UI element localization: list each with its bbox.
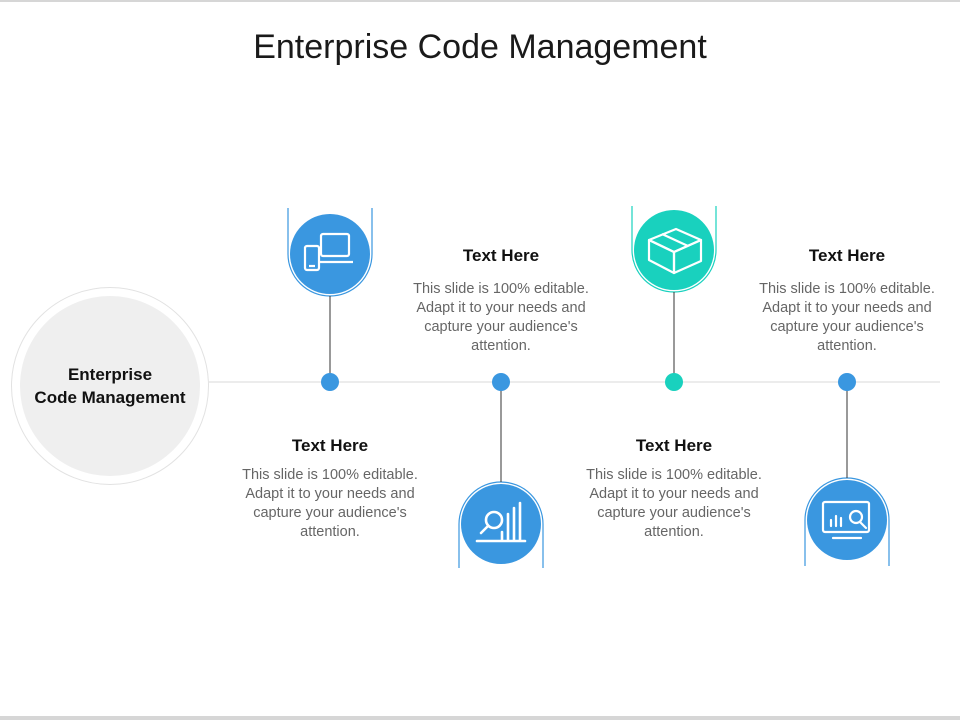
step-1-body: This slide is 100% editable. Adapt it to… [242,467,418,540]
step-1-bracket [287,208,373,297]
step-2-graphic [458,373,544,568]
step-3-graphic [631,206,717,391]
step-3-icon-circle [634,210,714,290]
step-1-graphic [287,208,373,391]
step-1-icon-circle [290,214,370,294]
step-4-graphic [804,373,890,566]
step-2-node [492,373,510,391]
top-border [0,0,960,2]
hub-circle: Enterprise Code Management [20,296,200,476]
step-4-icon-circle [807,480,887,560]
bottom-border [0,716,960,720]
analytics-search-icon [475,501,527,543]
step-2-body: This slide is 100% editable. Adapt it to… [413,281,589,354]
step-3-heading: Text Here [635,436,713,455]
slide-title: Enterprise Code Management [253,28,707,66]
step-1-heading: Text Here [291,436,369,455]
step-4-heading: Text Here [808,246,886,265]
hub-ring [11,287,209,485]
step-3-bracket [631,206,717,293]
step-2-heading: Text Here [462,246,540,265]
step-4-bracket [804,477,890,566]
step-1-node [321,373,339,391]
step-2-bracket [458,481,544,568]
step-3-body: This slide is 100% editable. Adapt it to… [586,467,762,540]
monitor-analytics-icon [821,500,871,540]
step-3-node [665,373,683,391]
package-box-icon [647,227,703,275]
step-4-body: This slide is 100% editable. Adapt it to… [759,281,935,354]
hub-label: Enterprise Code Management [34,365,186,407]
devices-icon [303,232,353,272]
step-4-node [838,373,856,391]
